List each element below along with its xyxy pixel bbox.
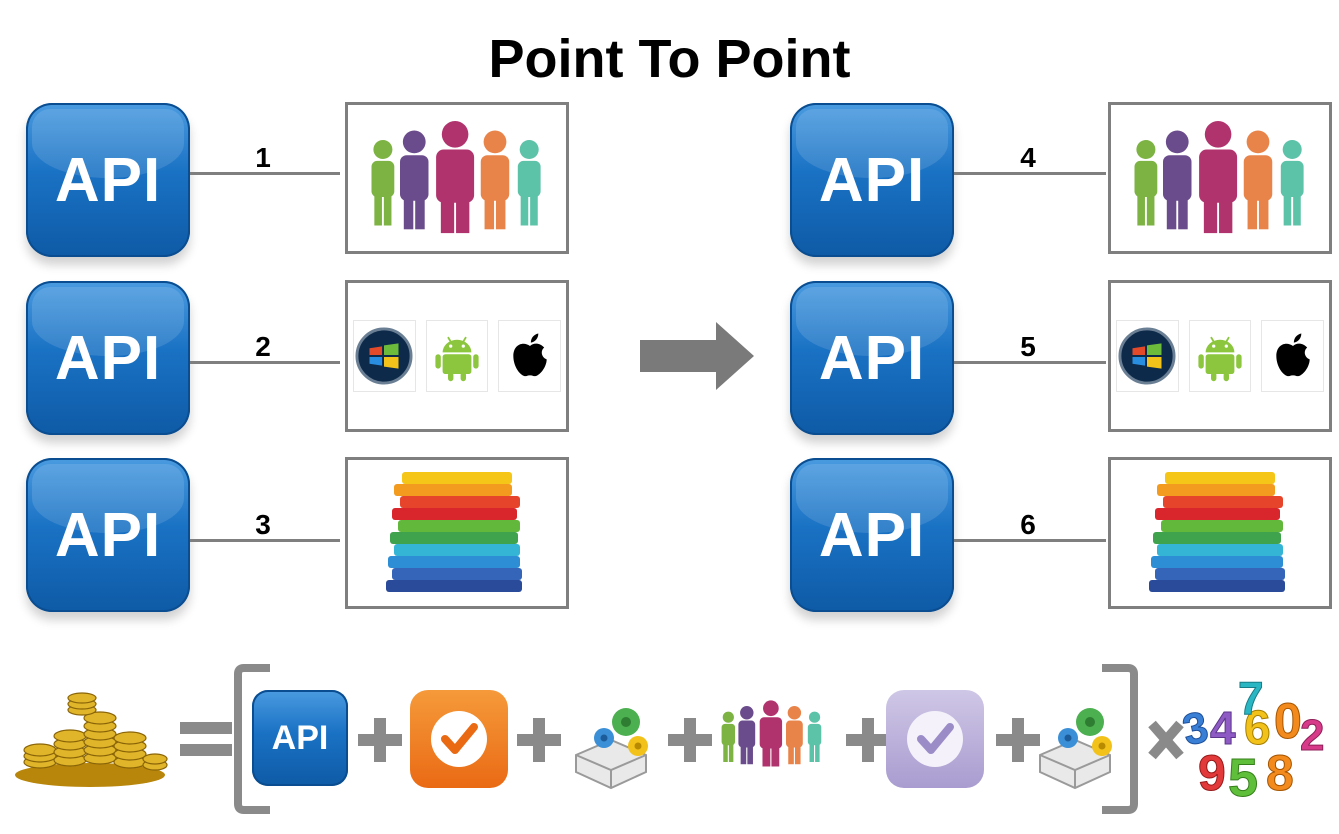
api-label: API [54,323,162,393]
users-box-2 [1108,102,1332,254]
connection-number-5: 5 [1020,331,1036,362]
connector-line-1 [190,172,340,175]
users-group-icon [716,684,828,784]
api-tile-4: API [790,103,954,257]
books-box-1 [345,457,569,609]
connector-line-5 [954,361,1106,364]
android-cell [1188,320,1252,392]
apple-logo-icon [1268,331,1318,381]
windows-cell [353,320,416,392]
android-cell [425,320,489,392]
page-title: Point To Point [488,29,851,89]
gold-coins-icon [10,680,170,790]
right-arrow-icon [640,322,754,390]
apple-logo-icon [505,331,555,381]
apple-cell [1261,320,1325,392]
api-tile-6: API [790,458,954,612]
checkmark-purple-icon [907,711,963,767]
formula-api-tile: API [252,690,348,786]
checkmark-orange-icon [431,711,487,767]
connection-number-1: 1 [255,142,271,173]
android-logo-icon [1193,329,1247,383]
multiply-sign-icon [1148,720,1184,760]
connection-number-3: 3 [255,509,271,540]
number-glyph: 9 [1198,745,1226,800]
connector-line-3 [190,539,340,542]
number-glyph: 7 [1238,672,1264,724]
left-bracket-icon [234,664,270,814]
api-tile-1: API [26,103,190,257]
number-glyph: 0 [1274,693,1302,749]
windows-logo-icon [355,327,413,385]
colorful-numbers-icon: 3 4 6 0 2 7 9 5 8 [1182,672,1325,800]
books-box-2 [1108,457,1332,609]
users-box-1 [345,102,569,254]
plus-sign-icon [668,718,712,762]
number-glyph: 2 [1300,711,1324,760]
api-tile-5: API [790,281,954,435]
users-group-icon [362,119,552,237]
users-group-icon [1125,119,1315,237]
platforms-box-2 [1108,280,1332,432]
connector-line-6 [954,539,1106,542]
api-tile-3: API [26,458,190,612]
plus-sign-icon [996,718,1040,762]
right-bracket-icon [1102,664,1138,814]
connection-number-4: 4 [1020,142,1036,173]
number-glyph: 5 [1228,748,1258,800]
formula-api-label: API [271,718,329,757]
android-logo-icon [430,329,484,383]
api-label: API [818,323,926,393]
apple-cell [498,320,562,392]
windows-cell [1116,320,1179,392]
connector-line-4 [954,172,1106,175]
plus-sign-icon [358,718,402,762]
windows-logo-icon [1118,327,1176,385]
connection-number-2: 2 [255,331,271,362]
connection-number-6: 6 [1020,509,1036,540]
puzzle-gears-icon [566,700,666,790]
api-label: API [818,500,926,570]
api-label: API [54,145,162,215]
api-tile-2: API [26,281,190,435]
plus-sign-icon [517,718,561,762]
number-glyph: 8 [1266,745,1294,800]
connector-line-2 [190,361,340,364]
equals-sign-icon [180,722,232,756]
number-glyph: 6 [1244,702,1271,755]
api-label: API [818,145,926,215]
platforms-box-1 [345,280,569,432]
task-check-purple-tile [886,690,984,788]
api-label: API [54,500,162,570]
task-check-orange-tile [410,690,508,788]
books-stack-icon [372,468,542,598]
books-stack-icon [1135,468,1305,598]
number-glyph: 4 [1210,702,1236,754]
plus-sign-icon [846,718,890,762]
